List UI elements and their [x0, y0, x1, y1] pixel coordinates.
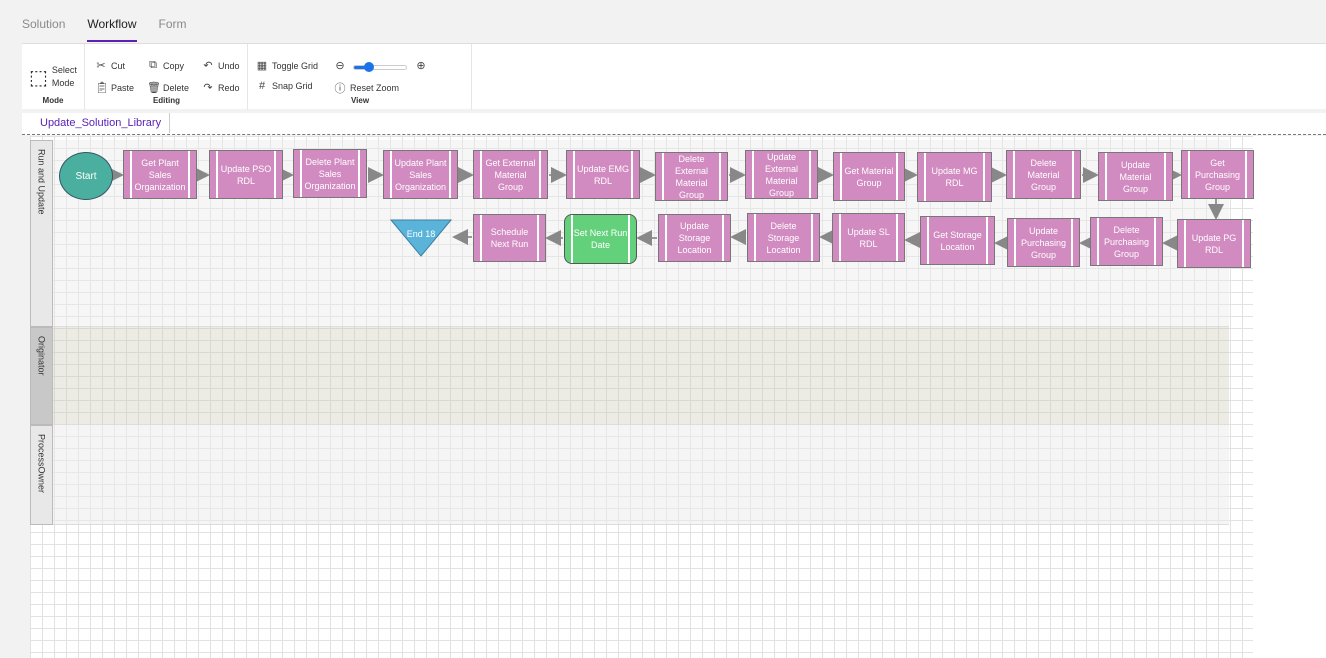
lane-label-run-and-update[interactable]: Run and Update [30, 140, 53, 327]
end-triangle-icon [390, 219, 452, 257]
task-node[interactable]: Get Purchasing Group [1181, 150, 1254, 199]
select-mode-button[interactable]: ⬚ Select Mode [29, 64, 84, 90]
reset-zoom-icon: ⓘ [334, 83, 346, 95]
lane-label-originator[interactable]: Originator [30, 327, 53, 425]
zoom-out-icon: ⊖ [335, 60, 345, 72]
task-node[interactable]: Delete Purchasing Group [1090, 217, 1163, 266]
paste-icon: 📋︎ [95, 82, 109, 94]
tab-solution[interactable]: Solution [22, 17, 66, 31]
zoom-in-icon: ⊕ [416, 60, 426, 72]
task-node[interactable]: Update PG RDL [1177, 219, 1251, 268]
zoom-out-button[interactable]: ⊖ [334, 59, 346, 72]
toolbar-ribbon: ⬚ Select Mode Mode ✂ Cut ⧉ Copy ↶ Undo 📋︎Pa… [22, 43, 1326, 110]
paste-button[interactable]: 📋︎Paste [95, 81, 134, 94]
editing-group-label: Editing [152, 96, 181, 105]
task-node[interactable]: Update Storage Location [658, 214, 731, 262]
mode-group: ⬚ Select Mode Mode [22, 44, 85, 110]
cut-button[interactable]: ✂ Cut [95, 59, 125, 72]
main-tabs: Solution Workflow Form [22, 17, 187, 42]
redo-label: Redo [218, 82, 240, 93]
redo-button[interactable]: ↷ Redo [202, 81, 240, 94]
snap-grid-icon: # [258, 80, 266, 92]
undo-icon: ↶ [203, 60, 213, 72]
task-node[interactable]: Delete Material Group [1006, 150, 1081, 199]
delete-label: Delete [163, 82, 190, 93]
lane-label-text: ProcessOwner [36, 434, 47, 494]
zoom-slider-fill [354, 66, 367, 69]
scissors-icon: ✂ [96, 60, 106, 72]
copy-label: Copy [163, 60, 185, 71]
view-group-label: View [350, 96, 370, 105]
select-cursor-icon: ⬚ [29, 66, 48, 89]
task-node[interactable]: Update MG RDL [917, 152, 992, 202]
task-node[interactable]: Update External Material Group [745, 150, 818, 199]
task-node[interactable]: Get Storage Location [920, 216, 995, 265]
task-node[interactable]: Schedule Next Run [473, 214, 546, 262]
task-node[interactable]: Delete Plant Sales Organization [293, 149, 367, 198]
copy-icon: ⧉ [149, 59, 157, 71]
zoom-slider[interactable] [353, 62, 407, 72]
task-node[interactable]: Update Material Group [1098, 152, 1173, 201]
lane-label-processowner[interactable]: ProcessOwner [30, 425, 53, 525]
lane-originator [53, 327, 1229, 425]
end-event[interactable]: End 18 [390, 219, 452, 257]
grid-icon: ▦ [256, 60, 268, 72]
tab-form[interactable]: Form [158, 17, 187, 31]
task-node[interactable]: Update PSO RDL [209, 150, 283, 199]
zoom-in-button[interactable]: ⊕ [415, 59, 427, 72]
reset-zoom-label: Reset Zoom [350, 83, 400, 93]
delete-button[interactable]: 🗑︎Delete [147, 81, 189, 94]
zoom-slider-thumb[interactable] [364, 62, 374, 72]
undo-button[interactable]: ↶ Undo [202, 59, 240, 72]
reset-zoom-button[interactable]: ⓘ Reset Zoom [334, 80, 400, 96]
canvas-blank-area [1253, 136, 1326, 658]
toggle-grid-button[interactable]: ▦ Toggle Grid [256, 59, 318, 72]
lane-processowner [53, 425, 1229, 525]
workflow-canvas[interactable]: Run and Update Originator ProcessOwner S… [30, 136, 1326, 658]
start-event[interactable]: Start [59, 152, 113, 200]
toggle-grid-label: Toggle Grid [272, 60, 319, 71]
editing-group: ✂Cut ⧉Copy ↶Undo 📋︎Paste 🗑︎Delete ↷Redo … [86, 44, 248, 110]
timer-node[interactable]: Set Next Run Date [564, 214, 637, 264]
lane-label-text: Run and Update [36, 149, 47, 215]
task-node[interactable]: Get External Material Group [473, 150, 548, 199]
document-tab-bar: Update_Solution_Library [22, 113, 1326, 135]
task-node[interactable]: Get Material Group [833, 152, 905, 201]
mode-group-label: Mode [42, 96, 64, 105]
task-node[interactable]: Update Plant Sales Organization [383, 150, 458, 199]
trash-icon: 🗑︎ [147, 82, 161, 94]
redo-icon: ↷ [203, 82, 213, 94]
task-node[interactable]: Update SL RDL [832, 213, 905, 262]
snap-grid-button[interactable]: # Snap Grid [256, 80, 313, 92]
tab-divider [169, 113, 170, 133]
lane-label-text: Originator [36, 336, 47, 376]
select-mode-label: Select Mode [51, 65, 77, 88]
paste-label: Paste [111, 82, 135, 93]
copy-button[interactable]: ⧉ Copy [147, 59, 184, 72]
end-event-label: End 18 [406, 229, 436, 239]
document-tab[interactable]: Update_Solution_Library [40, 117, 162, 129]
task-node[interactable]: Get Plant Sales Organization [123, 150, 197, 199]
snap-grid-label: Snap Grid [272, 81, 313, 91]
task-node[interactable]: Update EMG RDL [566, 150, 640, 199]
task-node[interactable]: Delete Storage Location [747, 213, 820, 262]
task-node[interactable]: Update Purchasing Group [1007, 218, 1080, 267]
undo-label: Undo [218, 60, 240, 71]
tab-workflow[interactable]: Workflow [87, 17, 137, 42]
cut-label: Cut [111, 60, 126, 71]
task-node[interactable]: Delete External Material Group [655, 152, 728, 201]
